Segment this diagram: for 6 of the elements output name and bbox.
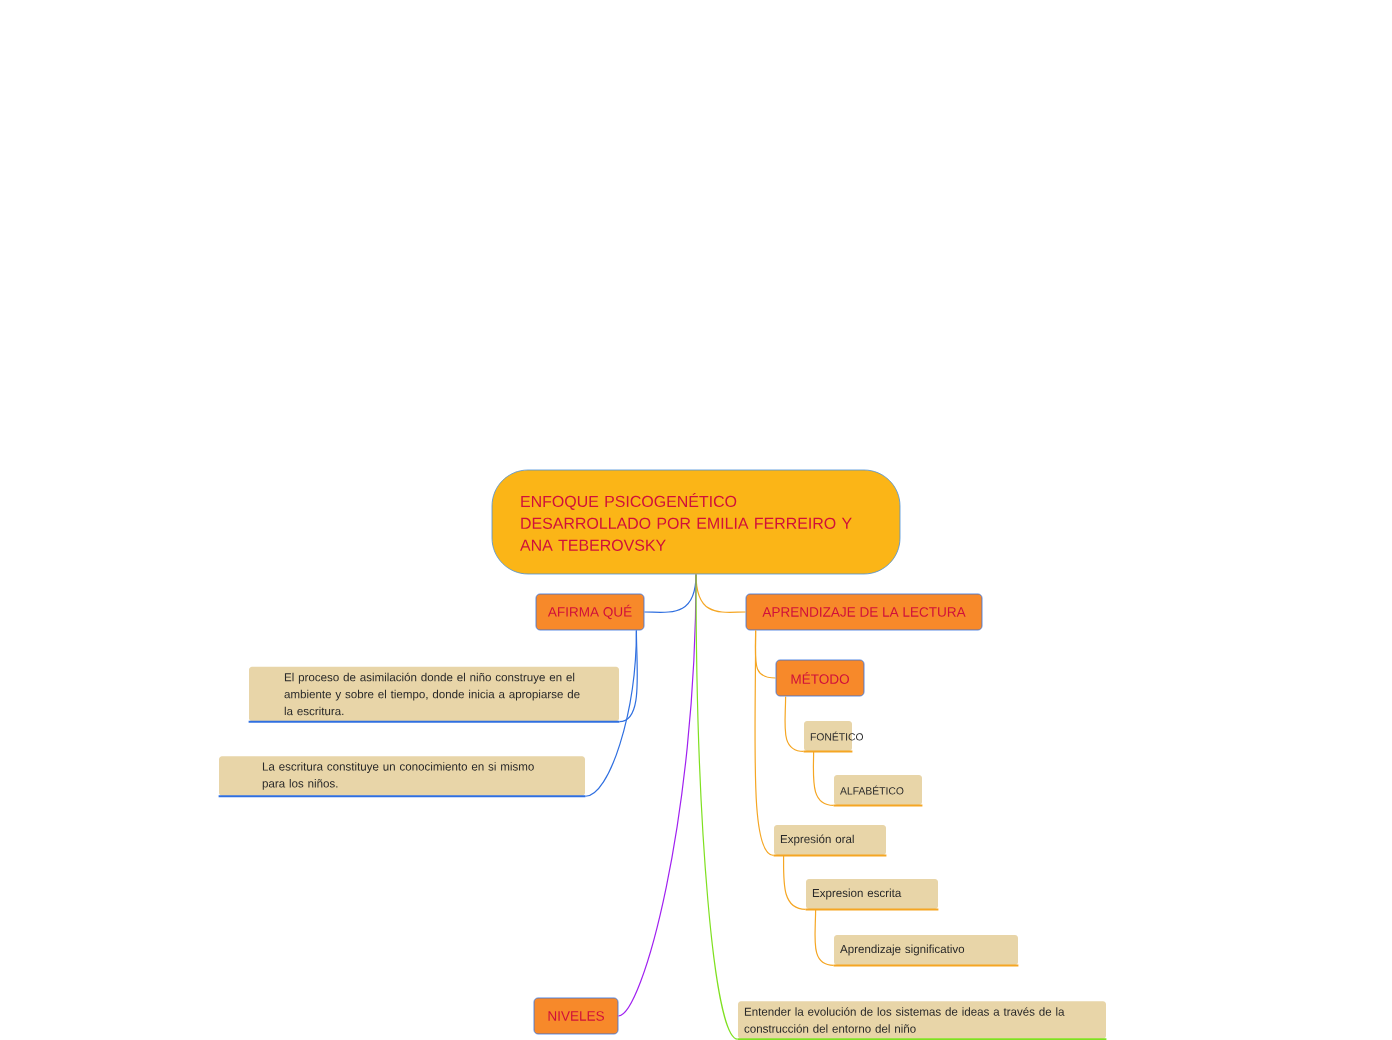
connector [784, 695, 805, 752]
connector [812, 750, 835, 806]
connector [584, 629, 637, 797]
connector [754, 629, 775, 856]
connector [782, 854, 807, 910]
connector [814, 908, 835, 966]
